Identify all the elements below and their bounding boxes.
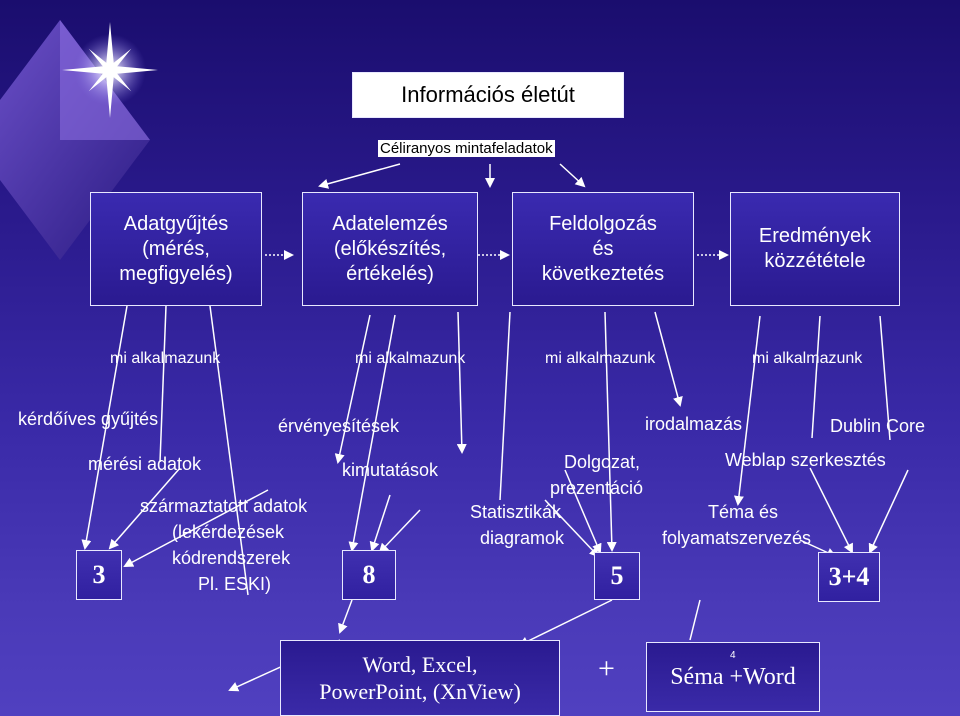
- stage-eredmenyek: Eredmények közzététele: [730, 192, 900, 306]
- usage-label-1: mi alkalmazunk: [110, 350, 221, 367]
- item-tema-1: Téma és: [708, 502, 779, 522]
- item-irodalmazas: irodalmazás: [645, 414, 743, 434]
- item-weblap: Weblap szerkesztés: [725, 450, 886, 470]
- item-kimutatasok: kimutatások: [342, 460, 439, 480]
- item-tema-2: folyamatszervezés: [662, 528, 812, 548]
- schema-box: Séma +Word: [646, 642, 820, 712]
- item-statisztikak-2: diagramok: [480, 528, 565, 548]
- item-szarmaztatott-3: kódrendszerek: [172, 548, 291, 568]
- item-dolgozat-2: prezentáció: [550, 478, 644, 498]
- usage-label-2: mi alkalmazunk: [355, 350, 466, 367]
- usage-label-4: mi alkalmazunk: [752, 350, 863, 367]
- stage-adatelemzes: Adatelemzés (előkészítés, értékelés): [302, 192, 478, 306]
- stage-feldolgozas: Feldolgozás és következtetés: [512, 192, 694, 306]
- usage-label-3: mi alkalmazunk: [545, 350, 656, 367]
- count-box-3: 5: [594, 552, 640, 600]
- item-statisztikak-1: Statisztikák: [470, 502, 562, 522]
- schema-superscript: 4: [730, 650, 736, 661]
- count-box-4: 3+4: [818, 552, 880, 602]
- item-szarmaztatott-2: (lekérdezések: [172, 522, 285, 542]
- page-subtitle: Céliranyos mintafeladatok: [378, 140, 555, 157]
- tools-box: Word, Excel, PowerPoint, (XnView): [280, 640, 560, 716]
- item-dolgozat-1: Dolgozat,: [564, 452, 641, 472]
- item-ervenyesitesek: érvényesítések: [278, 416, 400, 436]
- page-title-text: Információs életút: [401, 82, 575, 107]
- plus-sign: +: [598, 652, 615, 685]
- item-szarmaztatott-1: származtatott adatok: [140, 496, 308, 516]
- item-szarmaztatott-4: Pl. ESKI): [198, 574, 272, 594]
- item-dublin-core: Dublin Core: [830, 416, 926, 436]
- stage-adatgyujtes: Adatgyűjtés (mérés, megfigyelés): [90, 192, 262, 306]
- star-logo-icon: [0, 20, 158, 260]
- item-kerdoives: kérdőíves gyűjtés: [18, 409, 159, 429]
- count-box-2: 8: [342, 550, 396, 600]
- page-title: Információs életút: [352, 72, 624, 118]
- item-meresi: mérési adatok: [88, 454, 202, 474]
- count-box-1: 3: [76, 550, 122, 600]
